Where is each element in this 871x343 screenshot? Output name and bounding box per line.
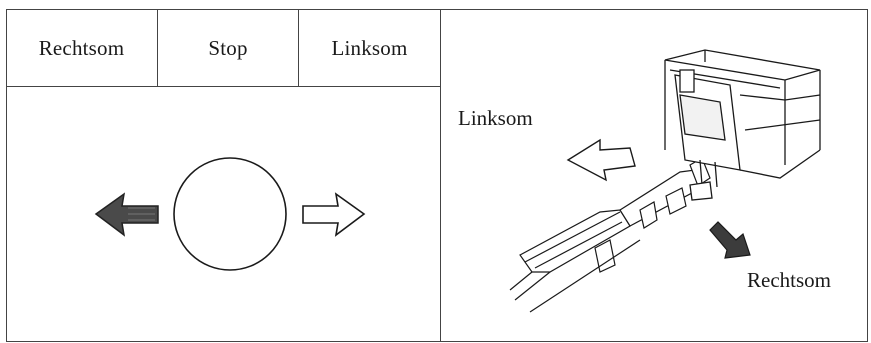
header-stop-label: Stop — [208, 35, 248, 60]
label-linksom: Linksom — [458, 106, 533, 130]
header-row-divider — [6, 86, 440, 87]
col-divider-2 — [298, 9, 299, 87]
label-rechtsom: Rechtsom — [747, 268, 831, 292]
header-rechtsom: Rechtsom — [6, 9, 157, 87]
arrow-linksom-icon — [566, 138, 636, 182]
aerial-platform-illustration — [509, 49, 821, 313]
boom-icon — [509, 157, 711, 313]
header-linksom: Linksom — [299, 9, 440, 87]
header-rechtsom-label: Rechtsom — [38, 35, 125, 60]
control-symbol — [94, 157, 366, 271]
basket-icon — [664, 49, 821, 201]
left-arrow-icon — [94, 192, 159, 237]
right-arrow-icon — [302, 192, 366, 237]
col-divider-1 — [157, 9, 158, 87]
header-stop: Stop — [158, 9, 298, 87]
arrow-rechtsom-icon — [709, 221, 751, 259]
header-linksom-label: Linksom — [331, 35, 408, 60]
diagram-frame — [6, 9, 868, 342]
stop-circle-icon — [173, 157, 287, 271]
panel-divider — [440, 9, 441, 342]
